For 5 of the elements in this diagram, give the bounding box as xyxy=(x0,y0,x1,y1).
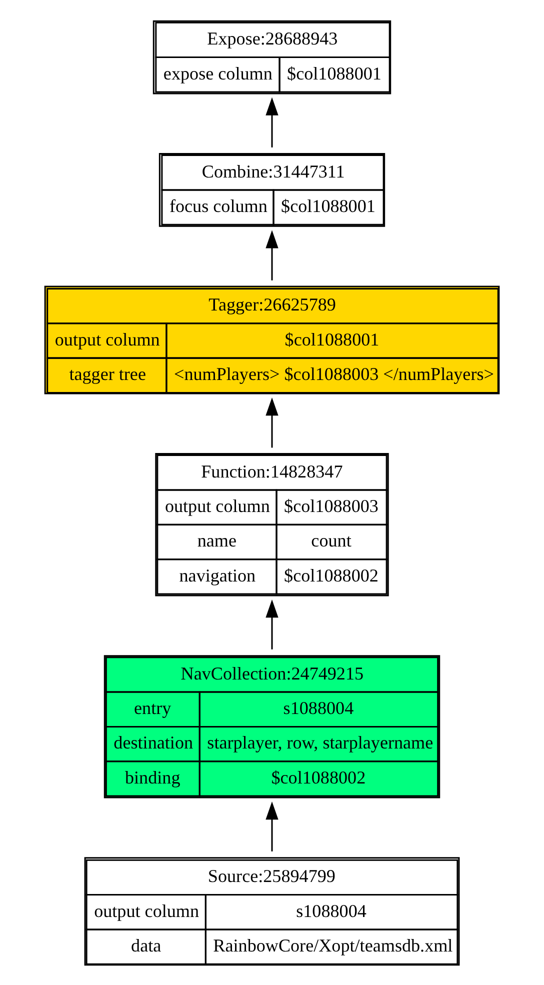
arrow xyxy=(266,230,278,280)
arrow xyxy=(266,96,278,147)
arrow xyxy=(266,598,278,649)
arrow xyxy=(266,397,278,448)
arrow xyxy=(266,801,278,851)
